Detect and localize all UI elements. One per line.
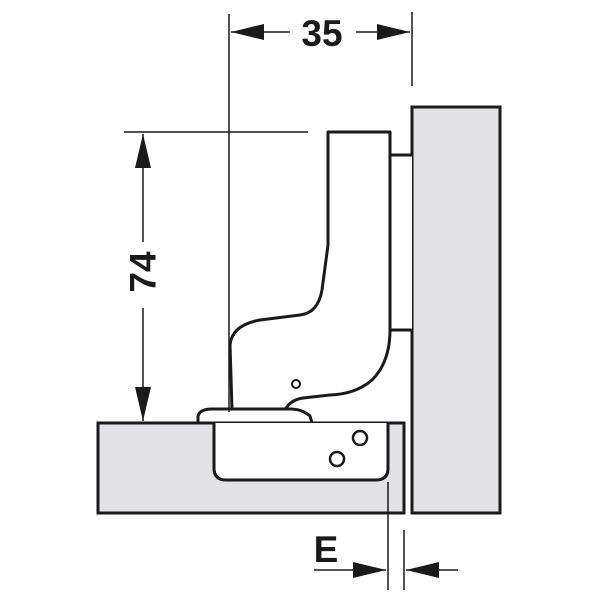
hinge-cup (212, 423, 390, 482)
cup-screw-hole-2 (328, 450, 346, 468)
dimension-label-e: E (314, 529, 339, 570)
dimension-label-35: 35 (301, 13, 342, 54)
dimension-35: 35 (231, 13, 410, 54)
arrowhead-left (231, 24, 264, 40)
side-panel (410, 105, 502, 515)
hinge-arm (228, 130, 392, 412)
arrowhead-right-e (353, 562, 386, 578)
arrowhead-up (135, 134, 151, 168)
dimension-label-74: 74 (123, 251, 164, 293)
extension-lines (124, 12, 413, 590)
arrowhead-down (135, 387, 151, 421)
dimension-e: E (314, 529, 458, 578)
arrowhead-right (377, 24, 410, 40)
hinge-flange (196, 407, 314, 425)
arm-screw-hole (291, 379, 301, 389)
mounting-plate (388, 153, 412, 332)
dimension-74: 74 (123, 134, 164, 421)
cup-screw-hole-1 (351, 429, 369, 447)
arrowhead-left-e (406, 562, 439, 578)
